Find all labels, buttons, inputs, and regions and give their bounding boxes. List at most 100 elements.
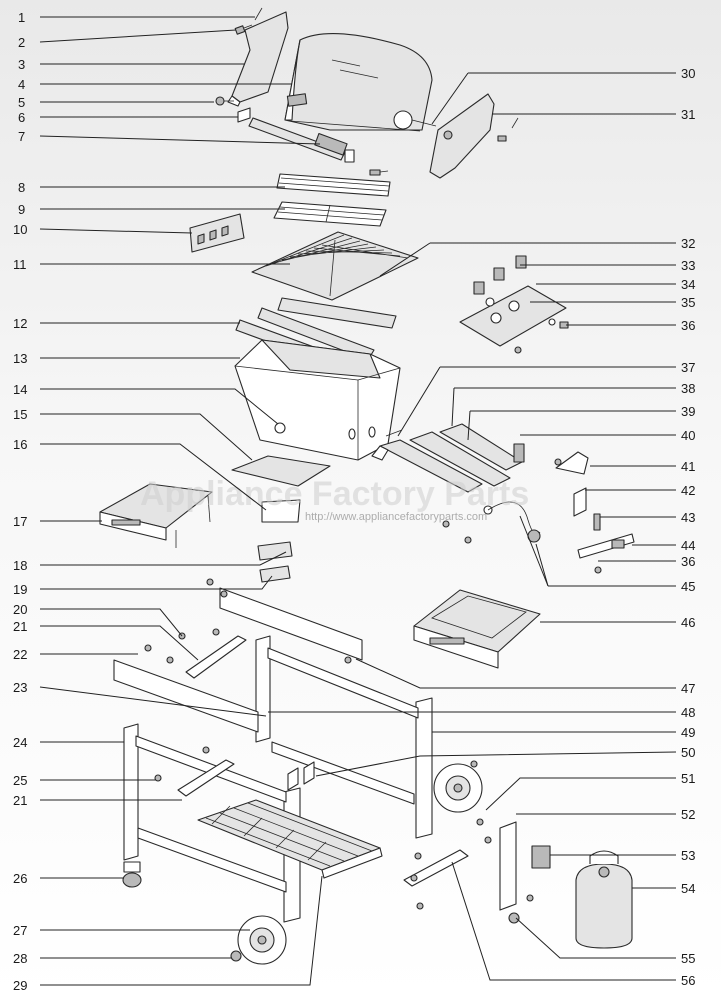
callout-36b: 36 [681,554,695,569]
thermometer [393,110,413,130]
callout-55: 55 [681,951,695,966]
callout-7: 7 [18,129,25,144]
lid-handle [248,117,346,161]
callout-22: 22 [13,647,27,662]
callout-21b: 21 [13,793,27,808]
callout-46: 46 [681,615,695,630]
callout-1: 1 [18,10,25,25]
electrode-43 [593,513,601,531]
callout-45: 45 [681,579,695,594]
rear-panel [219,587,363,661]
callout-27: 27 [13,923,27,938]
parts-artwork [99,7,635,965]
callout-40: 40 [681,428,695,443]
warming-rack [276,173,391,197]
callout-53: 53 [681,848,695,863]
callout-41: 41 [681,459,695,474]
clips-50 [287,761,315,791]
callout-11: 11 [13,257,27,272]
callout-32: 32 [681,236,695,251]
weber-logo-badge [286,93,308,107]
callout-52: 52 [681,807,695,822]
side-table-right [413,589,541,669]
caster [122,861,142,888]
watermark-url: http://www.appliancefactoryparts.com [305,511,487,523]
callout-14: 14 [13,382,27,397]
callout-6: 6 [18,110,25,125]
callout-29: 29 [13,978,27,993]
screw-7b [369,169,389,176]
callout-9: 9 [18,202,25,217]
callout-21a: 21 [13,619,27,634]
callout-17: 17 [13,514,27,529]
callout-23: 23 [13,680,27,695]
callout-36a: 36 [681,318,695,333]
callout-49: 49 [681,725,695,740]
side-table-left [99,483,213,548]
callout-10: 10 [13,222,27,237]
callout-19: 19 [13,582,27,597]
callout-50: 50 [681,745,695,760]
callout-31: 31 [681,107,695,122]
leader-lines [39,16,677,986]
callout-13: 13 [13,351,27,366]
callout-4: 4 [18,77,25,92]
catch-pan [257,541,293,561]
callout-26: 26 [13,871,27,886]
callout-43: 43 [681,510,695,525]
callout-3: 3 [18,57,25,72]
callout-5: 5 [18,95,25,110]
callout-48: 48 [681,705,695,720]
callout-12: 12 [13,316,27,331]
callout-35: 35 [681,295,695,310]
lid [284,33,433,131]
callout-28: 28 [13,951,27,966]
watermark-brand: Appliance Factory Parts [140,475,529,513]
callout-38: 38 [681,381,695,396]
flavorizer-holder [189,213,245,253]
callout-44: 44 [681,538,695,553]
igniter [573,487,587,517]
cookbox [234,339,401,461]
propane-tank [575,850,633,949]
control-panel [459,255,569,347]
hubcap-28 [230,950,242,962]
callout-18: 18 [13,558,27,573]
cart-frame [113,587,433,923]
callouts-right: 30 31 32 33 34 35 36 37 38 39 40 41 42 4… [681,66,695,988]
catch-pan-holder [261,499,301,523]
cooking-grate-small [273,201,387,227]
callout-47: 47 [681,681,695,696]
screw-2 [234,24,253,35]
cooking-grates [251,231,419,301]
wheel-rear [433,763,483,813]
callout-15: 15 [13,407,27,422]
front-panel [113,659,259,733]
callout-20: 20 [13,602,27,617]
callout-8: 8 [18,180,25,195]
callout-30: 30 [681,66,695,81]
callout-34: 34 [681,277,695,292]
callout-37: 37 [681,360,695,375]
bracket-6 [237,107,251,123]
side-handle-right [429,93,495,179]
nut-55 [508,912,520,924]
callout-25: 25 [13,773,27,788]
callout-39: 39 [681,404,695,419]
hardware [144,346,602,910]
callout-2: 2 [18,35,25,50]
tank-scale [499,821,517,911]
wheel-front [237,915,287,965]
callout-56: 56 [681,973,695,988]
igniter-bracket [555,451,589,475]
callout-51: 51 [681,771,695,786]
fuel-gauge [531,845,551,869]
tank-scale-brace [403,849,469,887]
bottom-tray [231,455,331,487]
valve [513,443,525,463]
callout-16: 16 [13,437,27,452]
side-handle-left [231,11,289,103]
catch-pan-liner [259,565,291,583]
